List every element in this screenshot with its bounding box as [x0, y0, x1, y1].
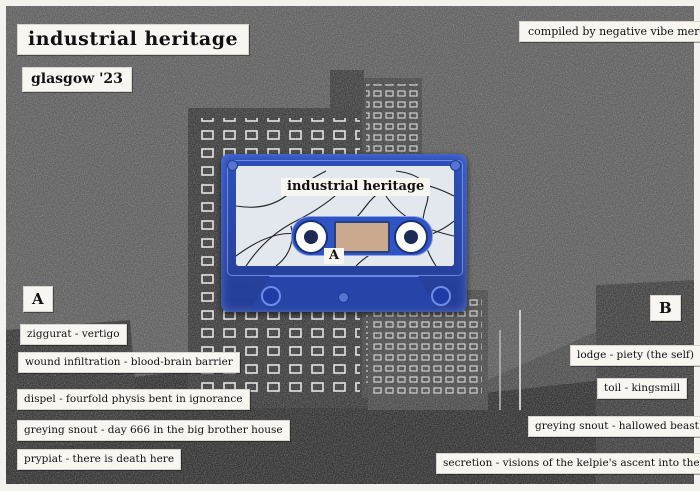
side-b-track: toil - kingsmill [597, 378, 688, 399]
right-capstan-hole-icon [431, 286, 451, 306]
right-reel-hub-icon [394, 220, 428, 254]
cassette-side-letter: A [324, 248, 345, 264]
cassette-shell-inner [227, 160, 463, 276]
poster-title: industrial heritage [17, 24, 250, 55]
side-a-marker: A [23, 286, 53, 312]
side-a-track: ziggurat - vertigo [20, 324, 127, 345]
side-a-track: wound infiltration - blood-brain barrier [18, 352, 240, 373]
screw-icon [338, 292, 349, 303]
screw-icon [227, 160, 238, 171]
blue-cassette-tape: industrial heritage A [221, 154, 467, 312]
tape-spool-window [334, 221, 390, 253]
left-reel-hub-icon [294, 220, 328, 254]
side-a-track: greying snout - day 666 in the big broth… [17, 420, 290, 441]
compiler-credit: compiled by negative vibe merchant [519, 21, 700, 43]
left-capstan-hole-icon [261, 286, 281, 306]
side-a-track: prypiat - there is death here [17, 449, 182, 470]
screw-icon [450, 160, 461, 171]
side-b-track: lodge - piety (the self) [570, 345, 700, 366]
side-b-marker: B [650, 295, 681, 321]
cassette-label-photo: industrial heritage [236, 166, 454, 266]
side-b-track: secretion - visions of the kelpie's asce… [436, 453, 700, 474]
side-b-track: greying snout - hallowed beast [528, 416, 700, 437]
poster-subtitle-location-year: glasgow '23 [22, 67, 132, 92]
cassette-label-title: industrial heritage [281, 178, 431, 196]
side-a-track: dispel - fourfold physis bent in ignoran… [17, 389, 250, 410]
